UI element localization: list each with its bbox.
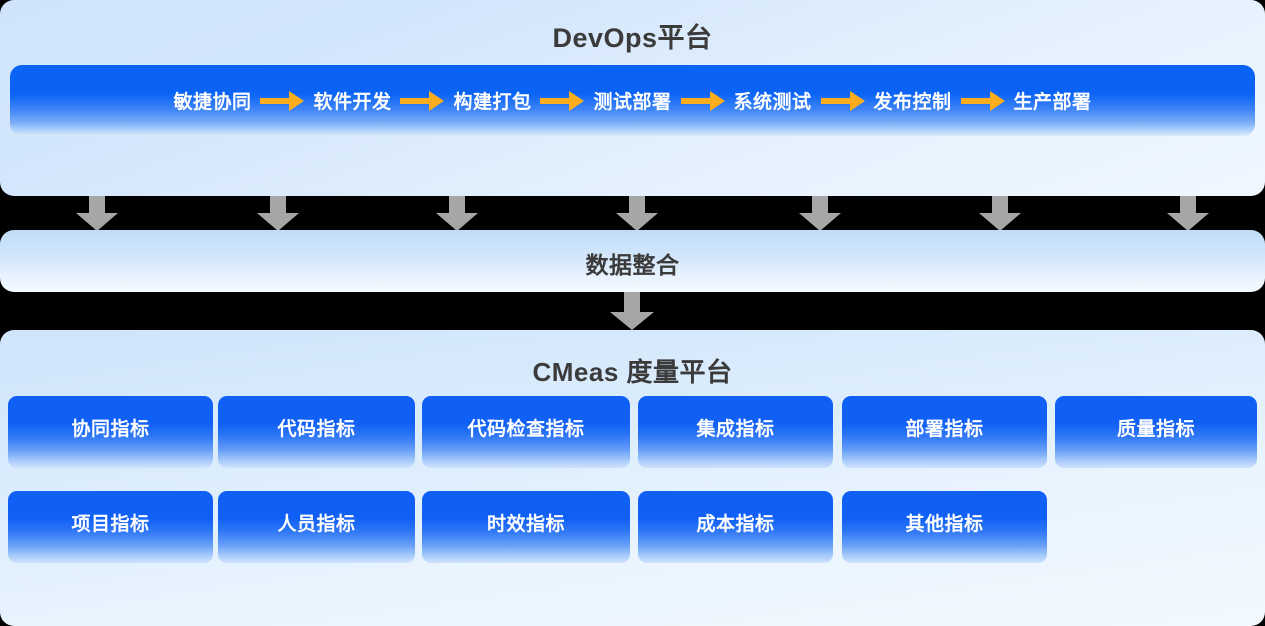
pipeline-stage-agile-collaboration[interactable]: 敏捷协同 [173, 92, 252, 113]
arrow-right-icon [820, 90, 865, 111]
metric-card-cost[interactable]: 成本指标 [638, 491, 833, 563]
metric-card-deployment[interactable]: 部署指标 [842, 396, 1047, 468]
metric-card-project[interactable]: 项目指标 [8, 491, 213, 563]
data-integration-panel: 数据整合 [0, 230, 1265, 292]
metric-card-label: 代码检查指标 [467, 419, 585, 440]
pipeline-stage-production-deploy[interactable]: 生产部署 [1013, 92, 1092, 113]
devops-platform-title: DevOps平台 [552, 23, 713, 53]
metric-card-label: 部署指标 [905, 419, 984, 440]
metric-card-personnel[interactable]: 人员指标 [218, 491, 415, 563]
devops-platform-panel: DevOps平台 敏捷协同 软件开发 构建打包 测试部署 系统测试 发布控制 生… [0, 0, 1265, 196]
arrow-right-icon [960, 90, 1005, 111]
metric-card-label: 成本指标 [696, 514, 775, 535]
metric-card-label: 其他指标 [905, 514, 984, 535]
metric-card-label: 项目指标 [71, 514, 150, 535]
metric-card-label: 代码指标 [277, 419, 356, 440]
metric-card-label: 集成指标 [696, 419, 775, 440]
cmeas-platform-title: CMeas 度量平台 [532, 357, 733, 387]
pipeline-stage-test-deploy[interactable]: 测试部署 [593, 92, 672, 113]
metric-card-label: 时效指标 [486, 514, 565, 535]
metric-card-row-1: 协同指标 代码指标 代码检查指标 集成指标 部署指标 质量指标 [8, 396, 1257, 468]
metric-card-row-2: 项目指标 人员指标 时效指标 成本指标 其他指标 [8, 491, 1257, 563]
pipeline-stage-system-test[interactable]: 系统测试 [733, 92, 812, 113]
arrow-right-icon [400, 90, 445, 111]
metric-card-timeliness[interactable]: 时效指标 [422, 491, 630, 563]
metric-card-label: 质量指标 [1116, 419, 1195, 440]
metric-card-label: 人员指标 [277, 514, 356, 535]
pipeline-stage-release-control[interactable]: 发布控制 [873, 92, 952, 113]
devops-pipeline-bar: 敏捷协同 软件开发 构建打包 测试部署 系统测试 发布控制 生产部署 [10, 65, 1255, 136]
data-integration-title: 数据整合 [585, 252, 680, 278]
arrow-right-icon [260, 90, 305, 111]
metric-card-integration[interactable]: 集成指标 [638, 396, 833, 468]
pipeline-stage-build-package[interactable]: 构建打包 [453, 92, 532, 113]
arrow-right-icon [540, 90, 585, 111]
metric-card-other[interactable]: 其他指标 [842, 491, 1047, 563]
metric-card-code-inspection[interactable]: 代码检查指标 [422, 396, 630, 468]
metric-card-quality[interactable]: 质量指标 [1055, 396, 1257, 468]
arrow-right-icon [680, 90, 725, 111]
metric-card-collaboration[interactable]: 协同指标 [8, 396, 213, 468]
cmeas-platform-panel: CMeas 度量平台 协同指标 代码指标 代码检查指标 集成指标 部署指标 质量… [0, 330, 1265, 626]
pipeline-stage-software-development[interactable]: 软件开发 [313, 92, 392, 113]
metric-card-code[interactable]: 代码指标 [218, 396, 415, 468]
metric-card-label: 协同指标 [71, 419, 150, 440]
